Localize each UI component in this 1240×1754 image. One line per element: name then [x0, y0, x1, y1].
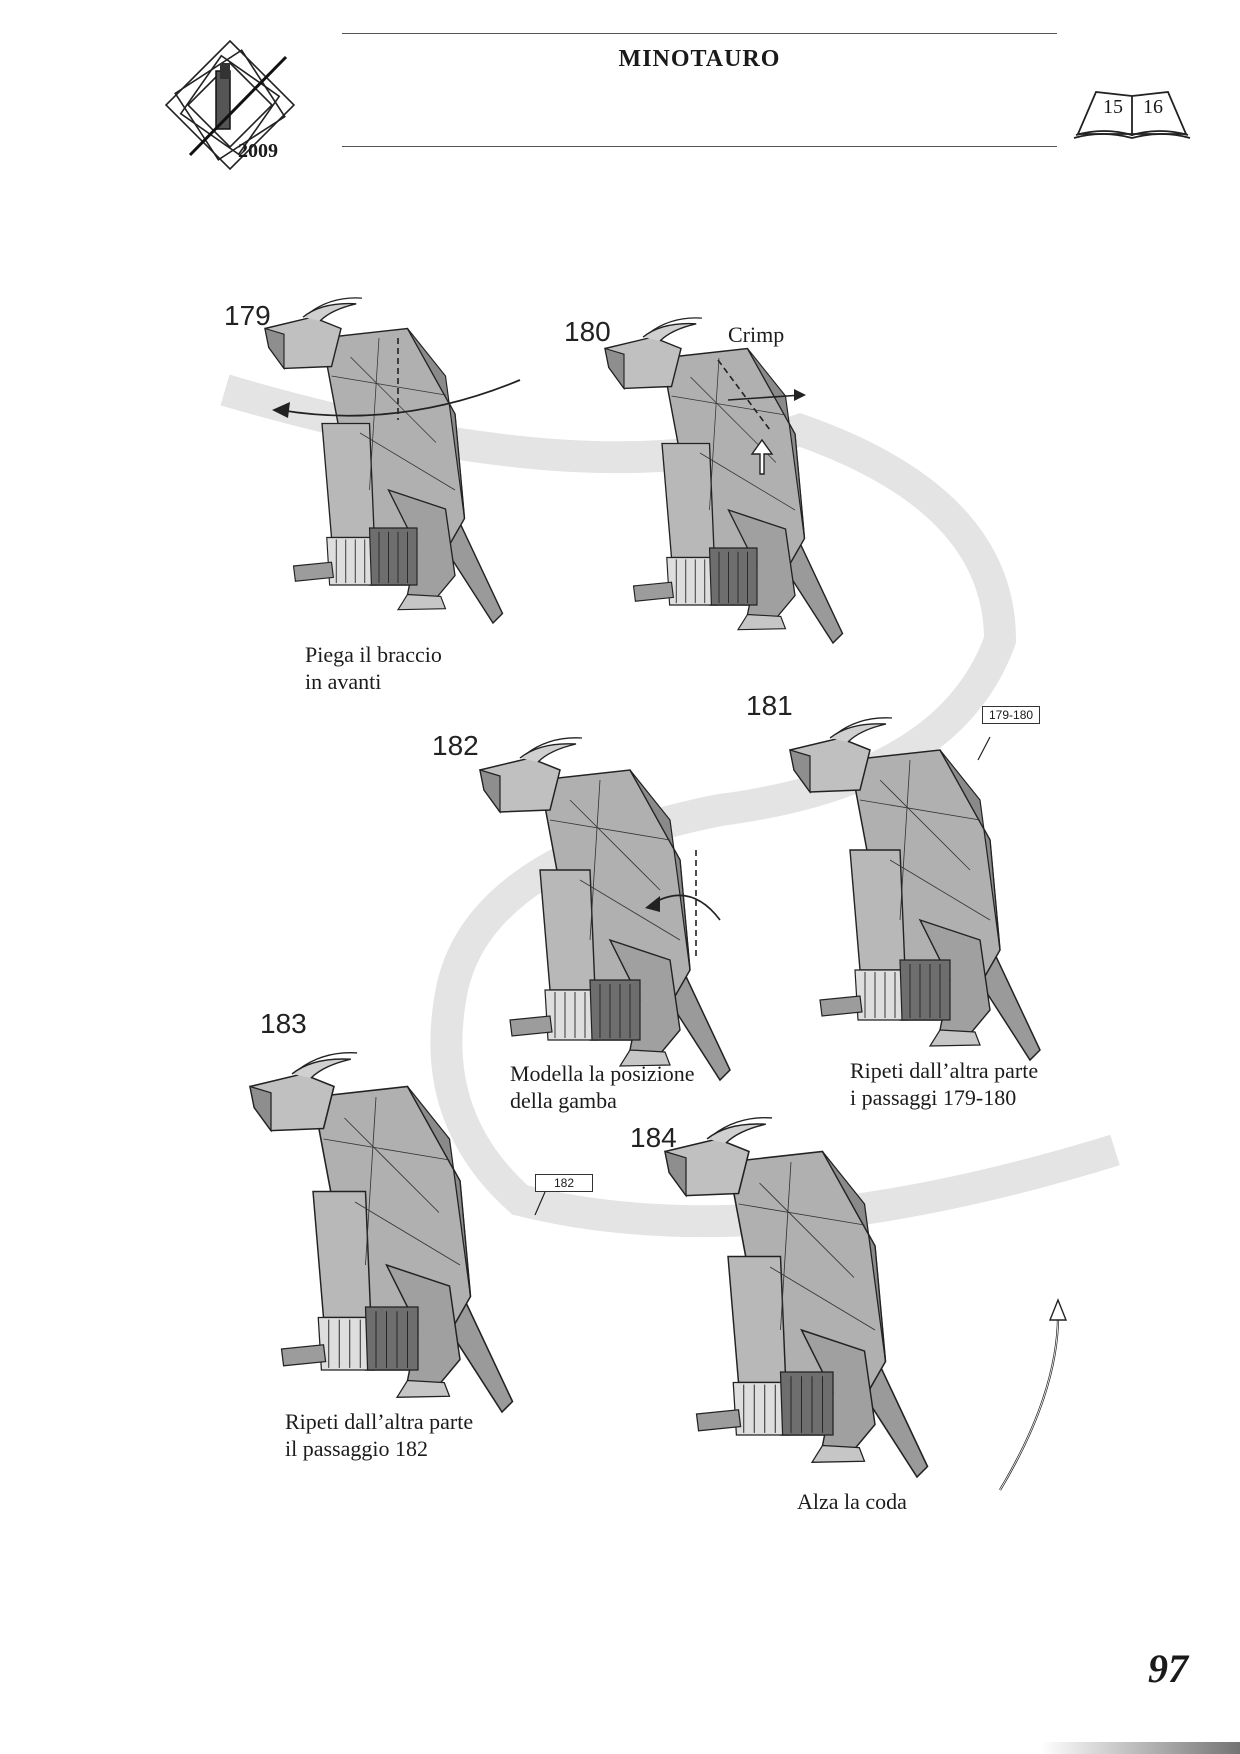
header-rule-bottom: [342, 146, 1057, 147]
step-caption: Ripeti dall’altra parte il passaggio 182: [285, 1408, 473, 1462]
step-number: 180: [564, 316, 611, 347]
step-number: 183: [260, 1008, 307, 1039]
book-page-left: 15: [1103, 96, 1123, 118]
scan-edge-shadow: [1040, 1742, 1240, 1754]
step-caption: Piega il braccio in avanti: [305, 641, 442, 695]
caption-line: Piega il braccio: [305, 642, 442, 667]
caption-line: Crimp: [728, 322, 785, 347]
caption-line: Ripeti dall’altra parte: [850, 1058, 1039, 1083]
book-page-right: 16: [1143, 96, 1163, 118]
caption-line: della gamba: [510, 1088, 617, 1113]
page-number: 97: [1148, 1646, 1188, 1691]
step-reference-box: 179-180: [982, 706, 1041, 724]
step-caption: Ripeti dall’altra parte i passaggi 179-1…: [850, 1057, 1038, 1111]
step-number: 182: [432, 730, 479, 761]
caption-line: Ripeti dall’altra parte: [285, 1409, 474, 1434]
caption-line: in avanti: [305, 669, 382, 694]
header-rule-top: [342, 33, 1057, 34]
step-reference-box: 182: [535, 1174, 594, 1192]
step-caption: Crimp: [728, 321, 784, 348]
step-caption: Modella la posizione della gamba: [510, 1060, 695, 1114]
caption-line: Modella la posizione: [510, 1061, 695, 1086]
step-number: 181: [746, 690, 793, 721]
logo-year: 2009: [238, 140, 278, 162]
publisher-logo-icon: [164, 39, 296, 171]
caption-line: Alza la coda: [797, 1489, 907, 1514]
step-number: 184: [630, 1122, 677, 1153]
caption-line: i passaggi 179-180: [850, 1085, 1017, 1110]
step-number: 179: [224, 300, 271, 331]
page-title: MINOTAURO: [618, 46, 781, 72]
caption-line: il passaggio 182: [285, 1436, 428, 1461]
open-book-icon: [1073, 91, 1191, 139]
step-caption: Alza la coda: [797, 1488, 907, 1515]
